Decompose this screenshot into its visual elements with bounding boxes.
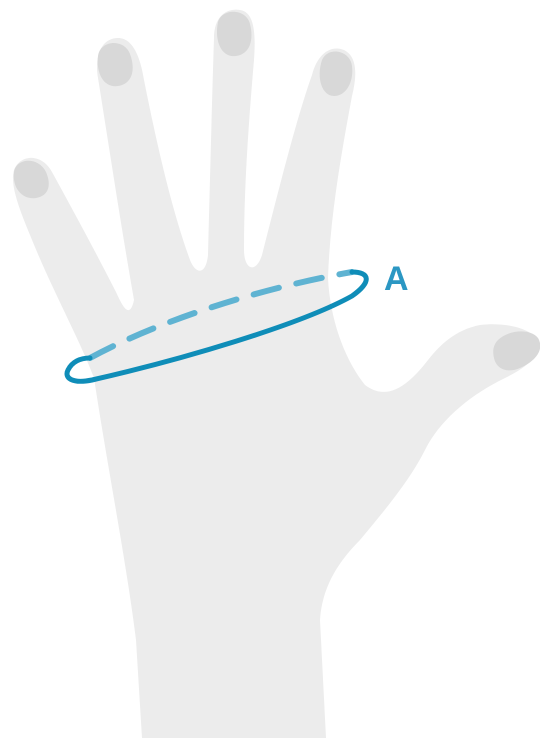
hand-illustration xyxy=(13,10,540,738)
middle-finger-nail xyxy=(217,12,251,56)
measurement-label-a: A xyxy=(384,260,409,298)
hand-silhouette xyxy=(13,10,539,738)
ring-finger-nail xyxy=(98,43,133,86)
